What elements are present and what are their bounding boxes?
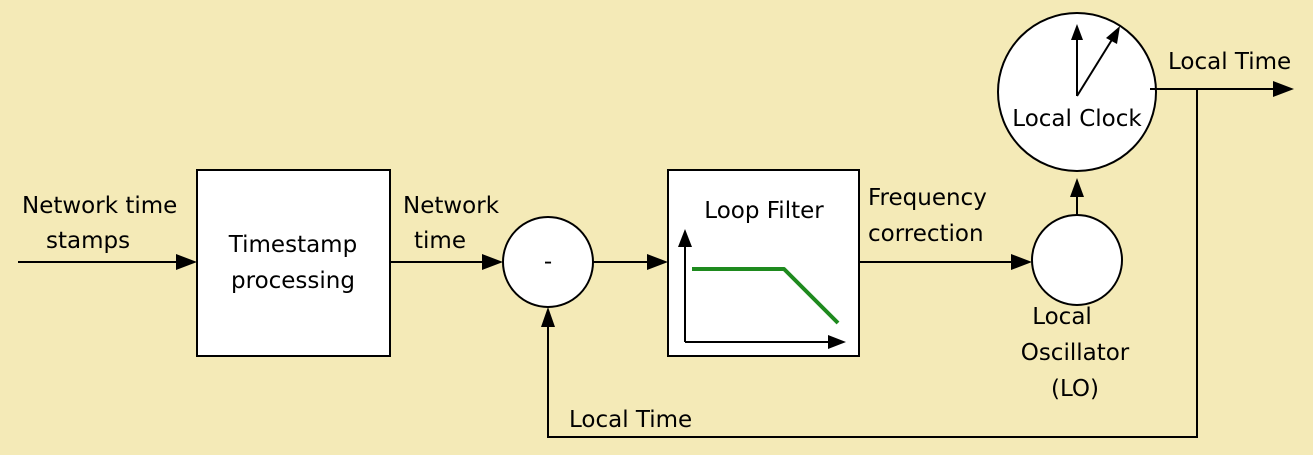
frequency-correction-label-line2: correction <box>868 221 984 247</box>
local-time-output-label: Local Time <box>1168 49 1291 75</box>
timestamp-processing-block <box>196 169 391 357</box>
clock-hands-icon <box>1071 24 1120 97</box>
local-oscillator-label-line2: Oscillator <box>1021 340 1130 366</box>
oscillator-to-clock-arrow <box>1070 178 1084 215</box>
local-oscillator-node <box>1031 214 1123 306</box>
local-oscillator-label-line3: (LO) <box>1051 376 1099 402</box>
input-arrow <box>18 254 197 270</box>
timestamp-processing-label-line1: Timestamp <box>228 232 357 258</box>
local-time-output-arrow <box>1150 81 1294 97</box>
local-clock-label: Local Clock <box>1012 106 1142 132</box>
frequency-correction-arrow <box>859 254 1032 270</box>
timestamp-processing-label-line2: processing <box>231 268 355 294</box>
loop-filter-axes <box>678 229 846 349</box>
error-arrow <box>593 254 668 270</box>
network-time-stamps-label-line1: Network time <box>22 193 177 219</box>
local-time-feedback-path <box>541 89 1198 438</box>
network-time-stamps-label-line2: stamps <box>46 228 130 254</box>
network-time-label-line2: time <box>414 228 466 254</box>
local-time-feedback-label: Local Time <box>569 407 692 433</box>
loop-filter-block <box>667 169 860 357</box>
subtractor-sign: - <box>544 249 552 275</box>
network-time-label-line1: Network <box>403 193 500 219</box>
frequency-correction-label-line1: Frequency <box>868 185 987 211</box>
network-time-arrow <box>390 254 503 270</box>
loop-filter-response-curve <box>692 267 840 325</box>
loop-filter-label: Loop Filter <box>704 198 824 224</box>
local-oscillator-label-line1: Local <box>1032 304 1092 330</box>
